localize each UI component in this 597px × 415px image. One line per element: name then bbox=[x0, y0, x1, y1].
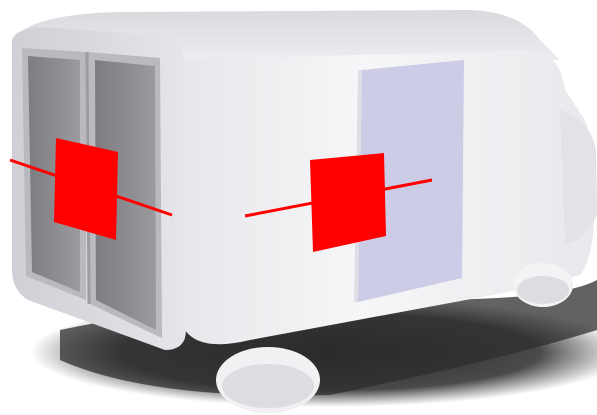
rear-wheel-shade bbox=[222, 364, 314, 408]
rear-marker-square bbox=[54, 138, 118, 240]
side-marker-square bbox=[310, 153, 386, 252]
van-front-nose bbox=[560, 110, 597, 245]
front-wheel-shade bbox=[517, 276, 569, 304]
